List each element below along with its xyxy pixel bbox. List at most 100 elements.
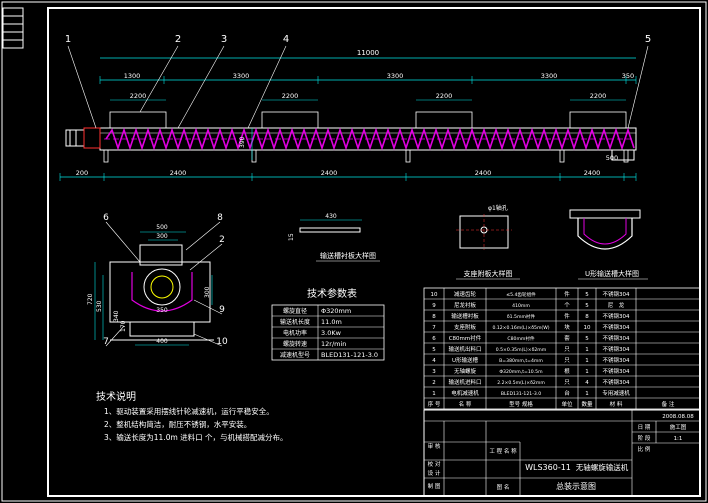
inlet-box	[569, 111, 627, 129]
bom-cell: 不锈钢304	[603, 334, 630, 342]
balloon-4: 4	[283, 34, 289, 45]
section-leader	[193, 333, 223, 347]
spacing-label: 2400	[170, 169, 187, 177]
section-leader	[189, 243, 223, 271]
bom-cell: 5	[432, 347, 436, 353]
tech-params-title: 技术参数表	[307, 287, 357, 300]
tb-row-1: 审 核	[428, 442, 441, 450]
bom-cell: ≤5.4齿轮组件	[506, 291, 536, 298]
bom-cell: 4	[432, 358, 436, 364]
bom-cell: 4	[585, 380, 589, 386]
tb-scale-label: 比 例	[638, 445, 651, 453]
section-leader	[105, 325, 125, 347]
bom-cell: 套	[564, 334, 570, 342]
note-1: 1、驱动装置采用摆线针轮减速机，运行平稳安全。	[104, 406, 274, 416]
title-block: 审 核 校 对 设 计 制 图 工 程 名 称 图 名 WLS360-11 无轴…	[423, 409, 701, 497]
bom-cell: 专用减速机	[602, 389, 630, 397]
liner-caption: 输送槽衬板大样图	[320, 251, 376, 260]
drive-motor	[65, 127, 101, 149]
tb-scale: 1:1	[674, 436, 683, 442]
bom-header-cell: 名 称	[459, 400, 472, 408]
section-leader	[185, 221, 221, 251]
support-leg	[103, 149, 109, 163]
section-dim-left-mid: 530	[96, 300, 103, 312]
inlet-dim-label: 2200	[130, 92, 147, 100]
balloon-leader	[177, 45, 225, 129]
section-balloon-2: 2	[219, 235, 225, 245]
bom-header-cell: 序 号	[428, 400, 441, 408]
segment-label: 1300	[124, 72, 141, 80]
bom-cell: 只	[564, 346, 570, 353]
bom-cell: 只	[564, 357, 570, 364]
bom-cell: 1	[585, 347, 589, 353]
liner-length: 430	[325, 213, 337, 220]
bom-cell: Φ320mm,t=10.5m	[499, 369, 543, 375]
bom-cell: 0.12×0.16m(L)×δ5m(W)	[492, 325, 549, 331]
overall-length-label: 11000	[357, 49, 379, 57]
section-dim-bottom: 400	[156, 338, 168, 345]
section-leader	[105, 221, 141, 263]
bom-cell: 10	[584, 325, 591, 331]
height-label: 390	[239, 136, 246, 148]
balloon-leader	[627, 45, 649, 129]
tech-param-name: 减速机型号	[280, 351, 310, 359]
inlet-dim-label: 2200	[590, 92, 607, 100]
tb-drawing-no: WLS360-11	[525, 463, 571, 472]
bom-cell: 电机减速机	[451, 389, 479, 397]
inlet-box	[261, 111, 319, 129]
tb-row-2: 校 对	[428, 460, 441, 468]
bom-cell: 不锈钢304	[603, 378, 630, 386]
tech-param-value: 12r/min	[321, 340, 346, 348]
bom-cell: 不锈钢304	[603, 290, 630, 298]
tb-date-label: 日 期	[638, 424, 651, 431]
bom-cell: 8	[432, 314, 436, 320]
spacing-label: 500	[606, 154, 618, 162]
bom-cell: 1	[585, 358, 589, 364]
bom-cell: BLED131-121-3.0	[501, 391, 541, 397]
bom-cell: 不锈钢304	[603, 367, 630, 375]
segment-label: 350	[622, 72, 634, 80]
inlets	[109, 111, 627, 129]
spacing-label: 2400	[321, 169, 338, 177]
bom-cell: 输送槽衬板	[451, 312, 479, 320]
bom-cell: 块	[564, 323, 570, 331]
tech-param-value: 3.0Kw	[321, 329, 342, 337]
segment-label: 3300	[541, 72, 558, 80]
trough-detail: U形输送槽大样图	[569, 209, 648, 280]
inlet-dim-label: 2200	[282, 92, 299, 100]
bom-cell: 无轴螺旋	[454, 367, 477, 375]
inlet-dim-label: 2200	[436, 92, 453, 100]
bom-cell: δ1.5mm衬件	[507, 313, 536, 320]
tb-drawing-title: 总装示意图	[556, 481, 596, 491]
trough-caption: U形输送槽大样图	[585, 269, 639, 278]
inlet-dimensions: 2200 2200 2200 2200	[110, 92, 626, 101]
bom-cell: 不锈钢304	[603, 312, 630, 320]
tech-param-value: Φ320mm	[321, 307, 351, 315]
bom-cell: 5	[585, 336, 589, 342]
spacing-label: 2400	[584, 169, 601, 177]
tb-row-4: 制 图	[428, 482, 441, 490]
bom-cell: 0.5×0.35m(L)×δ2mm	[496, 347, 547, 353]
bom-cell: 5	[585, 292, 589, 298]
tech-param-value: 11.0m	[321, 318, 342, 326]
section-balloon-10: 10	[216, 337, 228, 347]
tech-param-value: BLED131-121-3.0	[321, 351, 378, 359]
section-leader	[193, 299, 223, 315]
balloon-2: 2	[175, 34, 181, 45]
balloon-leader	[247, 45, 287, 129]
balloon-leader	[67, 45, 97, 129]
bom-header-cell: 备 注	[662, 400, 675, 408]
screw-spiral	[105, 127, 635, 151]
section-balloon-7: 7	[103, 337, 109, 347]
section-dim-top2: 300	[156, 233, 168, 240]
tech-param-name: 电机功率	[283, 329, 307, 337]
bom-cell: 台	[564, 389, 570, 397]
tb-row-3: 设 计	[428, 469, 441, 477]
bom-cell: 不锈钢304	[603, 356, 630, 364]
